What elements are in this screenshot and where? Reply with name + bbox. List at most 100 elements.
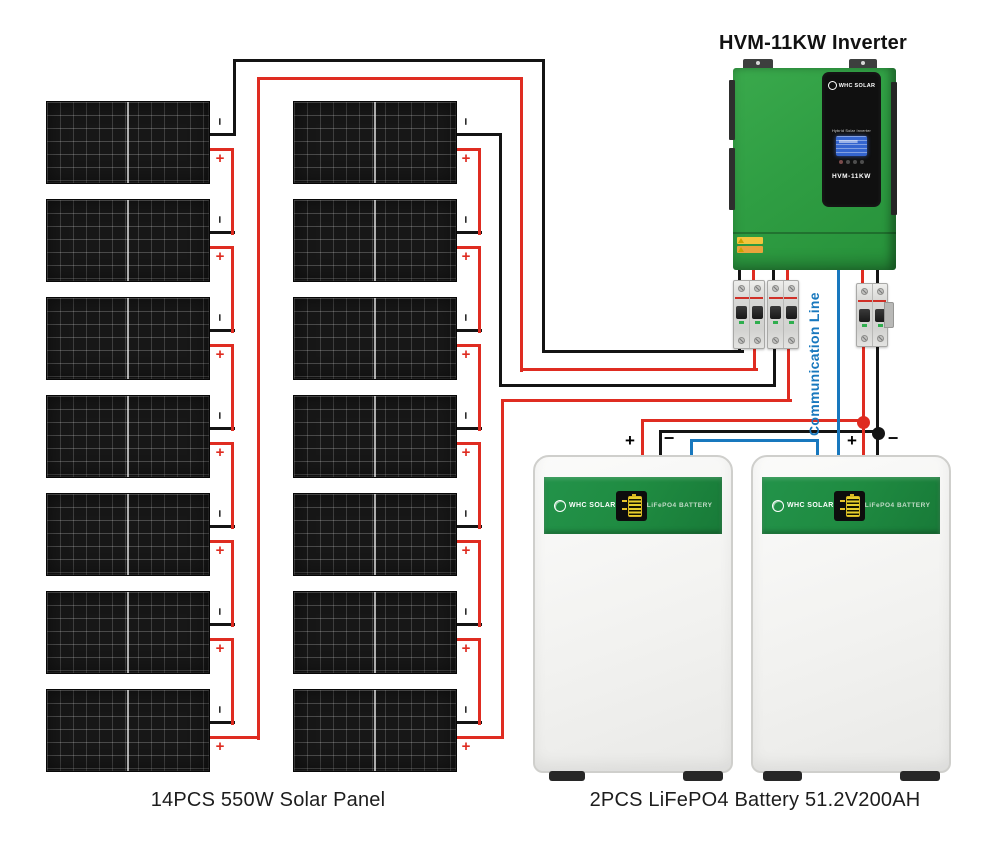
battery-foot bbox=[763, 771, 802, 781]
dc-wire-negative bbox=[455, 329, 482, 332]
dc-wire-negative bbox=[208, 427, 235, 430]
breaker-toggle bbox=[769, 306, 781, 319]
dc-wire-negative bbox=[659, 430, 662, 458]
brand-emblem-icon bbox=[772, 499, 784, 512]
panel-negative-terminal-label: − bbox=[458, 411, 474, 420]
dc-wire-negative bbox=[659, 430, 880, 433]
dc-wire-positive bbox=[501, 399, 792, 402]
dc-wire-negative bbox=[208, 623, 235, 626]
panel-positive-terminal-label: + bbox=[461, 444, 471, 461]
dc-wire-positive bbox=[752, 268, 755, 281]
dc-wire-positive bbox=[455, 246, 481, 249]
inverter-subtitle: Hybrid Solar Inverter bbox=[831, 129, 872, 133]
inverter-brand-label: WHC SOLAR bbox=[838, 82, 876, 89]
battery-bank-caption: 2PCS LiFePO4 Battery 51.2V200AH bbox=[589, 789, 921, 811]
solar-panel-col1-row7 bbox=[46, 689, 210, 772]
breaker-pole bbox=[768, 281, 782, 348]
communication-wire bbox=[837, 268, 840, 458]
battery-foot bbox=[549, 771, 585, 781]
dc-wire-negative bbox=[208, 721, 235, 724]
panel-negative-terminal-label: − bbox=[212, 411, 228, 420]
warning-sticker bbox=[737, 246, 763, 253]
dc-wire-positive bbox=[478, 442, 481, 529]
dc-wire-positive bbox=[753, 347, 756, 371]
panel-negative-terminal-label: − bbox=[212, 607, 228, 616]
battery1-positive-label: + bbox=[625, 431, 635, 450]
dc-wire-positive bbox=[641, 419, 644, 458]
dc-wire-positive bbox=[208, 246, 233, 249]
dc-wire-negative bbox=[499, 133, 502, 387]
panel-positive-terminal-label: + bbox=[215, 640, 225, 657]
battery2-positive-label: + bbox=[847, 431, 857, 450]
dc-wire-negative bbox=[233, 59, 236, 136]
inverter-buttons bbox=[822, 160, 881, 164]
dc-wire-negative bbox=[233, 59, 545, 62]
dc-wire-positive bbox=[862, 345, 865, 458]
dc-wire-positive bbox=[455, 148, 481, 151]
dc-wire-positive bbox=[208, 148, 233, 151]
panel-positive-terminal-label: + bbox=[461, 640, 471, 657]
battery-level-display bbox=[833, 490, 865, 521]
dc-wire-negative bbox=[208, 329, 235, 332]
dc-wire-negative bbox=[542, 59, 545, 353]
battery-brand-label: WHC SOLAR bbox=[787, 502, 834, 509]
dc-wire-positive bbox=[208, 638, 233, 641]
battery-foot bbox=[683, 771, 723, 781]
dc-wire-positive bbox=[455, 344, 481, 347]
pv-breaker-2 bbox=[767, 280, 799, 349]
inverter-brand: WHC SOLAR bbox=[822, 81, 881, 90]
battery-brand: WHC SOLAR bbox=[772, 499, 834, 512]
panel-positive-terminal-label: + bbox=[215, 346, 225, 363]
panel-negative-terminal-label: − bbox=[212, 117, 228, 126]
negative-junction-dot bbox=[872, 427, 885, 440]
inverter-title: HVM-11KW Inverter bbox=[719, 32, 907, 54]
dc-wire-negative bbox=[773, 347, 776, 387]
breaker-pole bbox=[734, 281, 748, 348]
dc-wire-negative bbox=[208, 133, 236, 136]
panel-negative-terminal-label: − bbox=[458, 705, 474, 714]
communication-wire bbox=[690, 439, 819, 442]
dc-wire-positive bbox=[257, 77, 260, 740]
panel-negative-terminal-label: − bbox=[212, 509, 228, 518]
breaker-toggle bbox=[858, 309, 870, 322]
dc-wire-positive bbox=[455, 736, 504, 739]
breaker-pole bbox=[872, 284, 887, 346]
solar-panel-col2-row5 bbox=[293, 493, 457, 576]
solar-panel-col2-row3 bbox=[293, 297, 457, 380]
panel-positive-terminal-label: + bbox=[215, 150, 225, 167]
panel-negative-terminal-label: − bbox=[212, 215, 228, 224]
dc-wire-positive bbox=[478, 540, 481, 627]
battery-type-label: LiFePO4 BATTERY bbox=[864, 502, 931, 509]
panel-positive-terminal-label: + bbox=[461, 150, 471, 167]
breaker-toggle bbox=[874, 309, 886, 322]
solar-panel-col1-row4 bbox=[46, 395, 210, 478]
dc-wire-positive bbox=[231, 442, 234, 529]
communication-line-label: Communication Line bbox=[806, 292, 822, 436]
solar-panel-col1-row5 bbox=[46, 493, 210, 576]
dc-wire-negative bbox=[455, 133, 502, 136]
dc-wire-positive bbox=[231, 638, 234, 725]
panel-positive-terminal-label: + bbox=[215, 542, 225, 559]
battery-type-label: LiFePO4 BATTERY bbox=[646, 502, 713, 509]
breaker-toggle bbox=[785, 306, 797, 319]
panel-positive-terminal-label: + bbox=[215, 444, 225, 461]
brand-emblem-icon bbox=[554, 499, 566, 512]
breaker-side-tab bbox=[884, 302, 894, 328]
battery1-negative-label: − bbox=[663, 428, 675, 448]
panel-negative-terminal-label: − bbox=[458, 117, 474, 126]
dc-wire-positive bbox=[208, 442, 233, 445]
solar-panel-col1-row2 bbox=[46, 199, 210, 282]
dc-wire-negative bbox=[542, 350, 744, 353]
warning-sticker bbox=[737, 237, 763, 244]
dc-wire-positive bbox=[861, 268, 864, 285]
panel-negative-terminal-label: − bbox=[212, 705, 228, 714]
inverter-heatsink-left bbox=[729, 80, 735, 140]
dc-wire-positive bbox=[208, 344, 233, 347]
solar-panel-col2-row6 bbox=[293, 591, 457, 674]
dc-wire-positive bbox=[501, 399, 504, 739]
battery-brand-label: WHC SOLAR bbox=[569, 502, 616, 509]
dc-wire-positive bbox=[208, 540, 233, 543]
dc-wire-positive bbox=[455, 638, 481, 641]
dc-wire-negative bbox=[738, 268, 741, 281]
panel-negative-terminal-label: − bbox=[458, 509, 474, 518]
